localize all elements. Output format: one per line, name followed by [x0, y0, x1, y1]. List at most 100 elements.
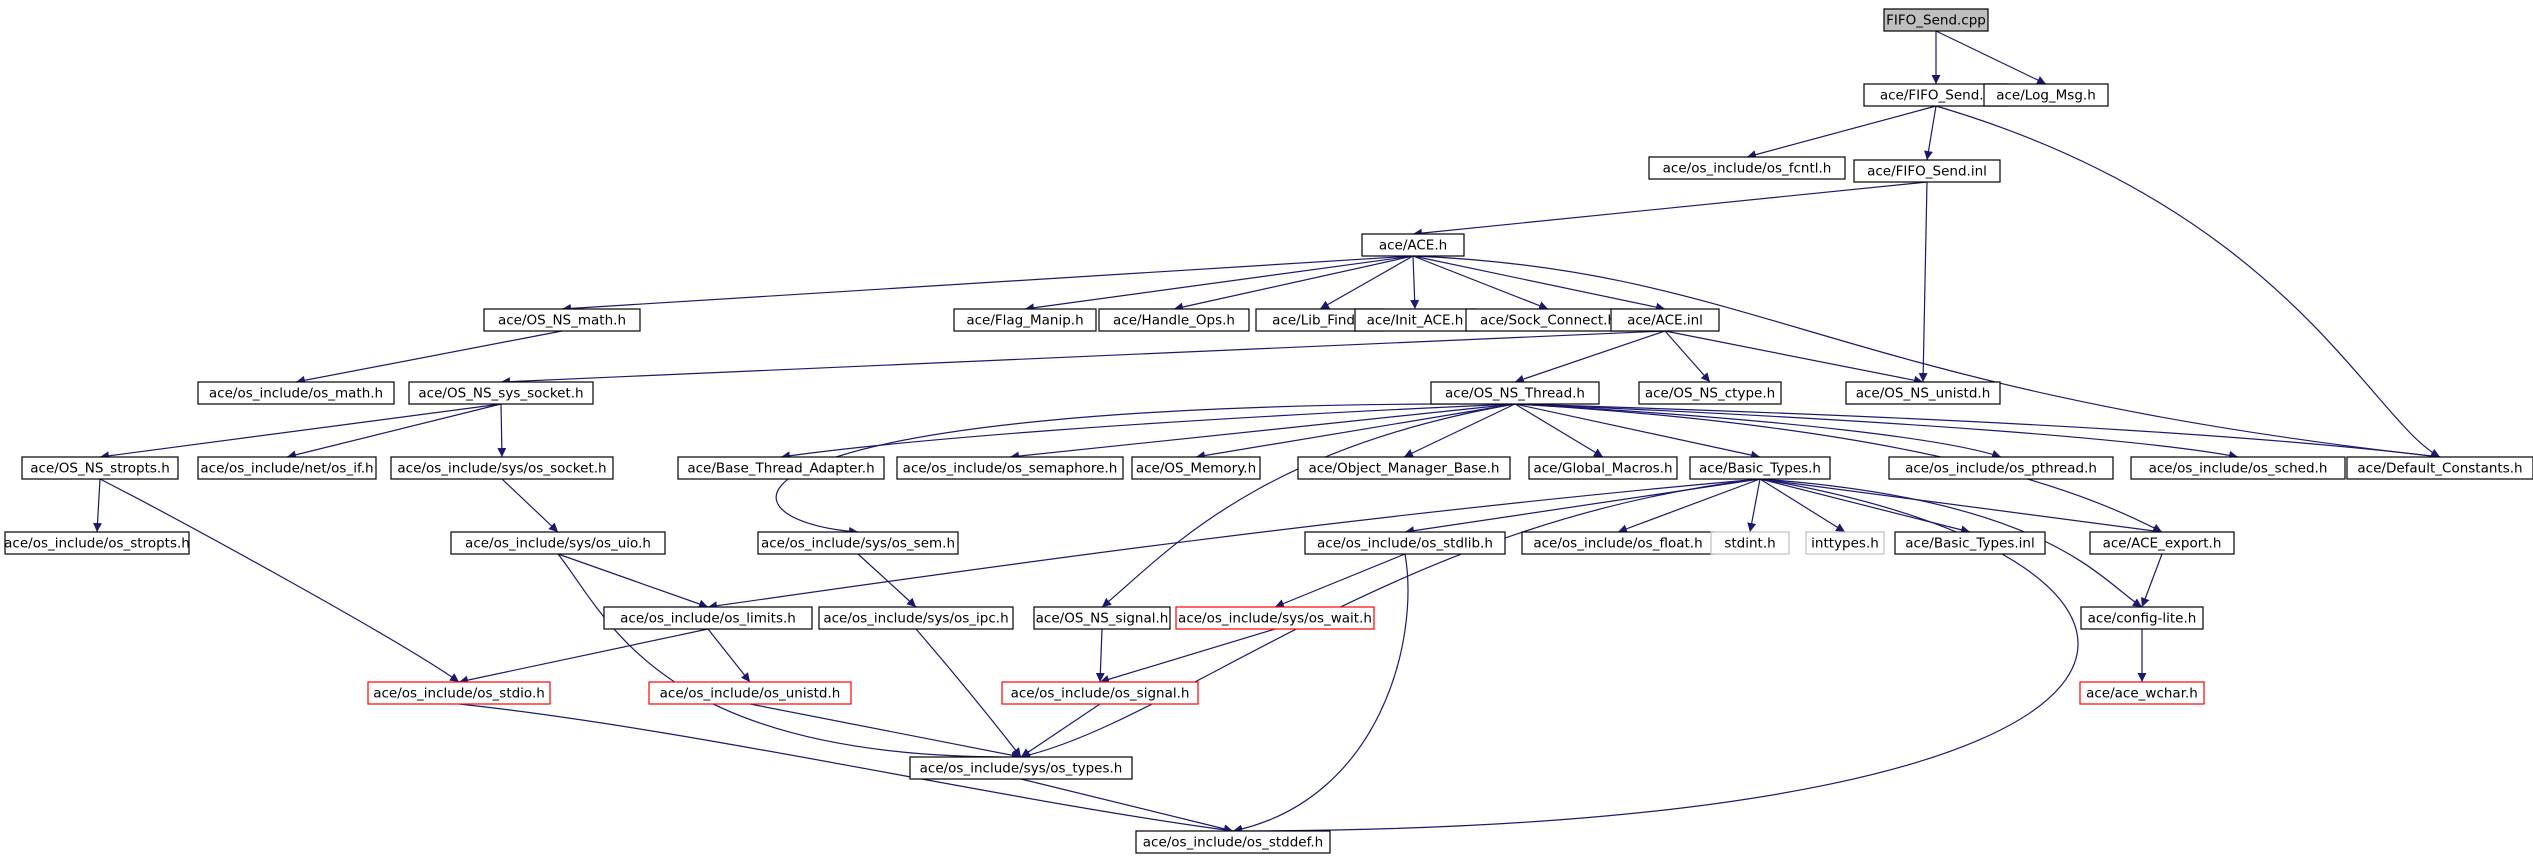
- node-label: inttypes.h: [1811, 536, 1879, 552]
- node-box: [1853, 159, 2001, 183]
- node-os_memory_h[interactable]: ace/OS_Memory.h: [1131, 456, 1261, 480]
- node-basic_types_h[interactable]: ace/Basic_Types.h: [1689, 456, 1831, 480]
- node-sys_os_types_h[interactable]: ace/os_include/sys/os_types.h: [909, 756, 1133, 780]
- node-ace_inl[interactable]: ace/ACE.inl: [1610, 308, 1720, 332]
- node-config_lite_h[interactable]: ace/config-lite.h: [2080, 606, 2204, 630]
- node-ace_export_h[interactable]: ace/ACE_export.h: [2089, 531, 2235, 555]
- node-sys_os_socket_h[interactable]: ace/os_include/sys/os_socket.h: [390, 456, 614, 480]
- node-os_stddef_h[interactable]: ace/os_include/os_stddef.h: [1135, 830, 1331, 854]
- node-log_msg_h[interactable]: ace/Log_Msg.h: [1983, 83, 2109, 107]
- edge-line: [295, 330, 563, 385]
- edge-line: [707, 478, 1761, 611]
- node-label: ace/os_include/os_stddef.h: [1143, 835, 1323, 851]
- node-os_ns_math_h[interactable]: ace/OS_NS_math.h: [483, 308, 641, 332]
- edge-fifo_send_cpp-to-log_msg_h: [1935, 30, 2047, 85]
- edge-sys_os_sem_h-to-sys_os_ipc_h: [857, 553, 917, 608]
- node-os_pthread_h[interactable]: ace/os_include/os_pthread.h: [1888, 456, 2114, 480]
- node-ace_wchar_h[interactable]: ace/ace_wchar.h: [2079, 681, 2205, 705]
- node-flag_manip_h[interactable]: ace/Flag_Manip.h: [953, 308, 1097, 332]
- node-label: ace/Basic_Types.h: [1699, 461, 1821, 477]
- node-label: ace/Base_Thread_Adapter.h: [687, 461, 874, 477]
- node-box: [2079, 681, 2205, 705]
- node-os_fcntl_h[interactable]: ace/os_include/os_fcntl.h: [1648, 156, 1846, 180]
- node-basic_types_inl[interactable]: ace/Basic_Types.inl: [1894, 531, 2046, 555]
- edge-os_ns_thread_h-to-object_manager_base_h: [1403, 403, 1516, 458]
- node-label: ace/os_include/sys/os_uio.h: [465, 536, 651, 552]
- edge-line: [1101, 403, 1516, 608]
- node-label: ace/OS_NS_Thread.h: [1445, 386, 1585, 402]
- node-os_math_h[interactable]: ace/os_include/os_math.h: [197, 381, 395, 405]
- node-os_stdlib_h[interactable]: ace/os_include/os_stdlib.h: [1304, 531, 1506, 555]
- node-os_signal_h[interactable]: ace/os_include/os_signal.h: [1001, 681, 1199, 705]
- node-label: ace/Default_Constants.h: [2357, 461, 2522, 477]
- edge-os_stdlib_h-to-os_stddef_h: [1232, 553, 1409, 834]
- node-stdint_h[interactable]: stdint.h: [1710, 531, 1790, 555]
- node-label: ace/OS_NS_ctype.h: [1645, 386, 1775, 402]
- edge-os_ns_thread_h-to-base_thread_adapter_h: [780, 403, 1516, 461]
- node-ace_h[interactable]: ace/ACE.h: [1361, 233, 1465, 257]
- node-sys_os_uio_h[interactable]: ace/os_include/sys/os_uio.h: [450, 531, 666, 555]
- node-label: ace/config-lite.h: [2088, 611, 2197, 627]
- edge-basic_types_h-to-stdint_h: [1747, 478, 1761, 533]
- node-object_manager_base_h[interactable]: ace/Object_Manager_Base.h: [1297, 456, 1511, 480]
- node-box: [408, 381, 594, 405]
- node-label: ace/Basic_Types.inl: [1905, 536, 2034, 552]
- node-label: ace/os_include/os_pthread.h: [1905, 461, 2097, 477]
- node-box: [1001, 681, 1199, 705]
- edge-line: [500, 330, 1666, 387]
- node-os_stropts_h[interactable]: ace/os_include/os_stropts.h: [4, 531, 190, 555]
- node-sys_os_ipc_h[interactable]: ace/os_include/sys/os_ipc.h: [818, 606, 1014, 630]
- node-sys_os_wait_h[interactable]: ace/os_include/sys/os_wait.h: [1175, 606, 1375, 630]
- edge-ace_h-to-lib_find_h: [1319, 255, 1414, 310]
- node-os_ns_ctype_h[interactable]: ace/OS_NS_ctype.h: [1638, 381, 1782, 405]
- edge-line: [458, 628, 709, 685]
- node-os_ns_thread_h[interactable]: ace/OS_NS_Thread.h: [1430, 381, 1600, 405]
- node-fifo_send_inl[interactable]: ace/FIFO_Send.inl: [1853, 159, 2001, 183]
- node-os_ns_stropts_h[interactable]: ace/OS_NS_stropts.h: [21, 456, 179, 480]
- node-box: [1430, 381, 1600, 405]
- node-lib_find_h[interactable]: ace/Lib_Find.h: [1255, 308, 1385, 332]
- node-os_ns_signal_h[interactable]: ace/OS_NS_signal.h: [1033, 606, 1171, 630]
- node-sock_connect_h[interactable]: ace/Sock_Connect.h: [1465, 308, 1631, 332]
- edge-sys_os_types_h-to-os_stddef_h: [1020, 778, 1234, 834]
- edge-os_ns_thread_h-to-basic_types_h: [1514, 403, 1761, 460]
- node-label: ace/Init_ACE.h: [1367, 313, 1464, 329]
- node-os_semaphore_h[interactable]: ace/os_include/os_semaphore.h: [896, 456, 1124, 480]
- node-box: [757, 531, 959, 555]
- node-sys_os_sem_h[interactable]: ace/os_include/sys/os_sem.h: [757, 531, 959, 555]
- node-box: [2089, 531, 2235, 555]
- node-box: [1883, 8, 1989, 32]
- edge-line: [1020, 703, 1101, 758]
- edge-os_stdio_h-to-os_stddef_h: [458, 703, 1234, 835]
- edge-line: [1412, 255, 2441, 461]
- node-label: ace/os_include/os_limits.h: [620, 611, 796, 627]
- edge-line: [557, 553, 1022, 762]
- node-default_constants_h[interactable]: ace/Default_Constants.h: [2346, 456, 2533, 480]
- node-global_macros_h[interactable]: ace/Global_Macros.h: [1528, 456, 1678, 480]
- node-inttypes_h[interactable]: inttypes.h: [1805, 531, 1885, 555]
- edge-os_ns_thread_h-to-os_pthread_h: [1514, 403, 2002, 459]
- node-os_sched_h[interactable]: ace/os_include/os_sched.h: [2130, 456, 2346, 480]
- node-label: ace/OS_NS_unistd.h: [1856, 386, 1991, 402]
- node-os_limits_h[interactable]: ace/os_include/os_limits.h: [603, 606, 813, 630]
- node-os_float_h[interactable]: ace/os_include/os_float.h: [1521, 531, 1715, 555]
- node-label: ace/Sock_Connect.h: [1480, 313, 1616, 329]
- node-os_unistd_h[interactable]: ace/os_include/os_unistd.h: [648, 681, 852, 705]
- edge-basic_types_h-to-ace_export_h: [1759, 478, 2163, 536]
- node-os_ns_sys_socket_h[interactable]: ace/OS_NS_sys_socket.h: [408, 381, 594, 405]
- node-handle_ops_h[interactable]: ace/Handle_Ops.h: [1098, 308, 1250, 332]
- node-box: [1845, 381, 2001, 405]
- node-init_ace_h[interactable]: ace/Init_ACE.h: [1354, 308, 1476, 332]
- edge-line: [915, 628, 1022, 758]
- node-fifo_send_cpp[interactable]: FIFO_Send.cpp: [1883, 8, 1989, 32]
- node-base_thread_adapter_h[interactable]: ace/Base_Thread_Adapter.h: [677, 456, 885, 480]
- edge-line: [1173, 255, 1414, 312]
- node-net_os_if_h[interactable]: ace/os_include/net/os_if.h: [197, 456, 377, 480]
- node-os_stdio_h[interactable]: ace/os_include/os_stdio.h: [367, 681, 551, 705]
- node-label: ace/os_include/os_semaphore.h: [903, 461, 1118, 477]
- edge-os_ns_stropts_h-to-os_stdio_h: [99, 478, 460, 683]
- edge-os_unistd_h-to-sys_os_types_h: [749, 703, 1022, 760]
- node-os_ns_unistd_h[interactable]: ace/OS_NS_unistd.h: [1845, 381, 2001, 405]
- node-label: ace/OS_NS_signal.h: [1036, 611, 1169, 627]
- edge-line: [1403, 403, 1516, 458]
